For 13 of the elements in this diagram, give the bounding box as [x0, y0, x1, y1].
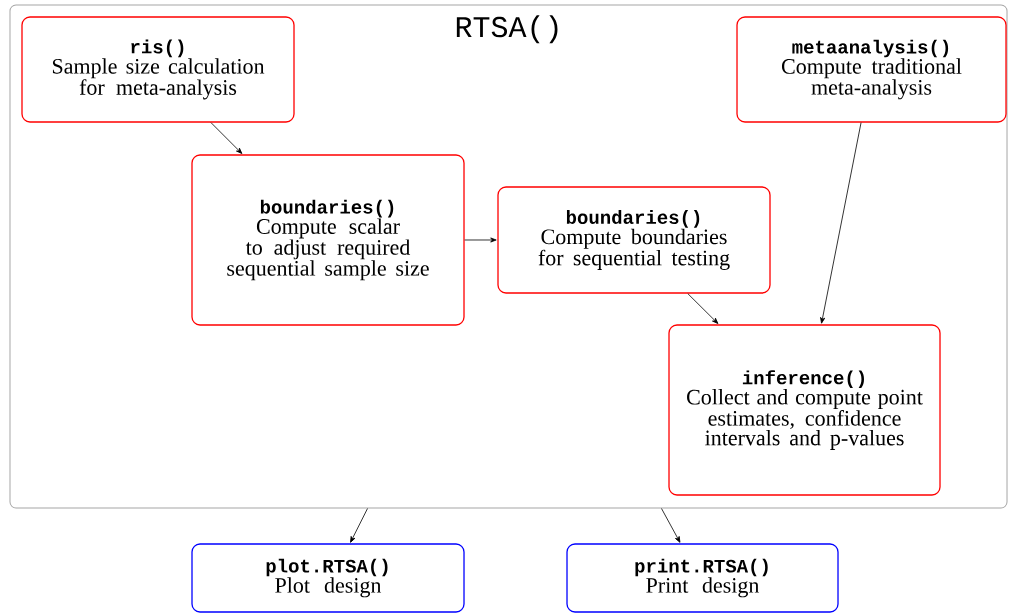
function-box: boundaries() Compute scalar to adjust required sequential sample size	[191, 154, 465, 326]
arrow	[820, 122, 862, 324]
arrow	[464, 237, 497, 243]
arrow	[661, 508, 681, 543]
function-box: metaanalysis() Compute traditional meta-analysis	[736, 16, 1007, 123]
function-box: print.RTSA() Print design	[566, 543, 839, 613]
arrow	[687, 293, 719, 324]
function-box: ris() Sample size calculation for meta-analysis	[21, 16, 295, 123]
arrow	[350, 508, 368, 543]
function-box: inference() Collect and compute point estimates, confidence intervals and p-values	[668, 324, 941, 496]
function-box: plot.RTSA() Plot design	[191, 543, 465, 613]
arrow	[210, 122, 243, 154]
function-box: boundaries() Compute boundaries for sequential testing	[497, 186, 771, 294]
